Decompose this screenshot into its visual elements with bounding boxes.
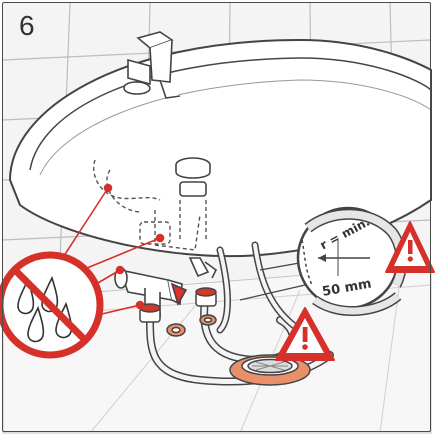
tub-mixer xyxy=(123,31,181,99)
bend-radius-callout xyxy=(296,206,407,316)
step-number: 6 xyxy=(19,10,35,41)
strainer xyxy=(229,354,311,386)
angle-valve xyxy=(114,257,218,318)
waste-assembly xyxy=(93,159,207,251)
no-water-drops-icon xyxy=(0,251,104,359)
warning-triangle-icon xyxy=(275,307,335,361)
illustration-frame xyxy=(2,2,431,432)
bathtub xyxy=(8,38,432,258)
hose-connectors xyxy=(139,287,217,337)
drain-plug xyxy=(175,157,211,197)
warning-triangle-icon xyxy=(385,221,435,273)
